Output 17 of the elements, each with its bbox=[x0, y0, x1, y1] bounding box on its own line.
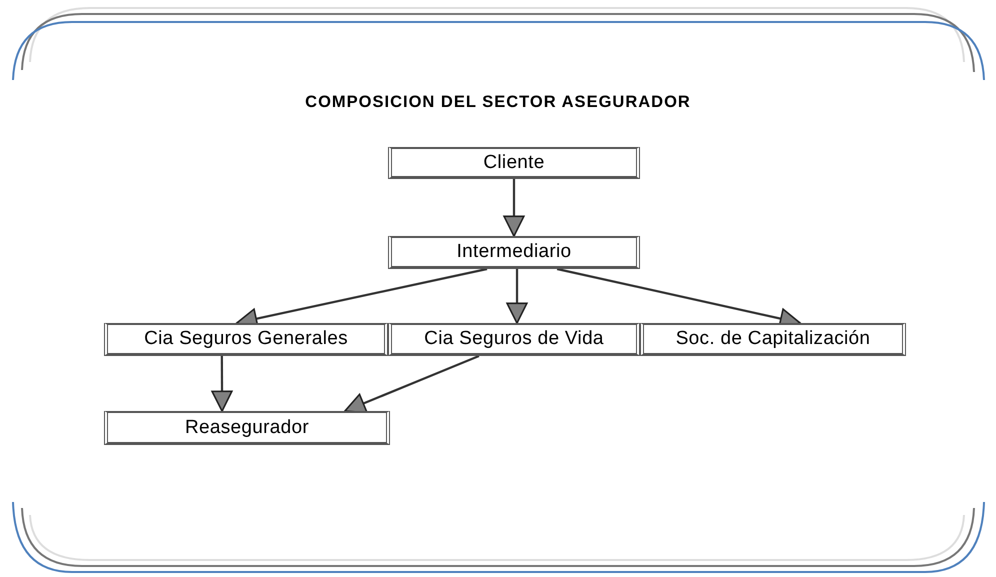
arrow bbox=[344, 354, 480, 413]
process-box bbox=[388, 147, 640, 179]
process-box bbox=[104, 323, 388, 356]
node-label: Intermediario bbox=[456, 241, 572, 263]
process-box bbox=[640, 323, 906, 356]
arrow bbox=[504, 179, 524, 236]
process-box bbox=[104, 411, 390, 445]
node-label: Soc. de Capitalización bbox=[676, 328, 870, 350]
process-box bbox=[388, 236, 640, 269]
node-label: Cia Seguros Generales bbox=[144, 328, 348, 350]
arrow bbox=[506, 269, 528, 324]
arrow bbox=[212, 356, 232, 412]
process-box bbox=[388, 323, 640, 356]
node-label: Cliente bbox=[483, 152, 545, 174]
node-label: Cia Seguros de Vida bbox=[424, 328, 604, 350]
node-label: Reasegurador bbox=[184, 416, 309, 438]
diagram-title: COMPOSICION DEL SECTOR ASEGURADOR bbox=[304, 93, 692, 112]
